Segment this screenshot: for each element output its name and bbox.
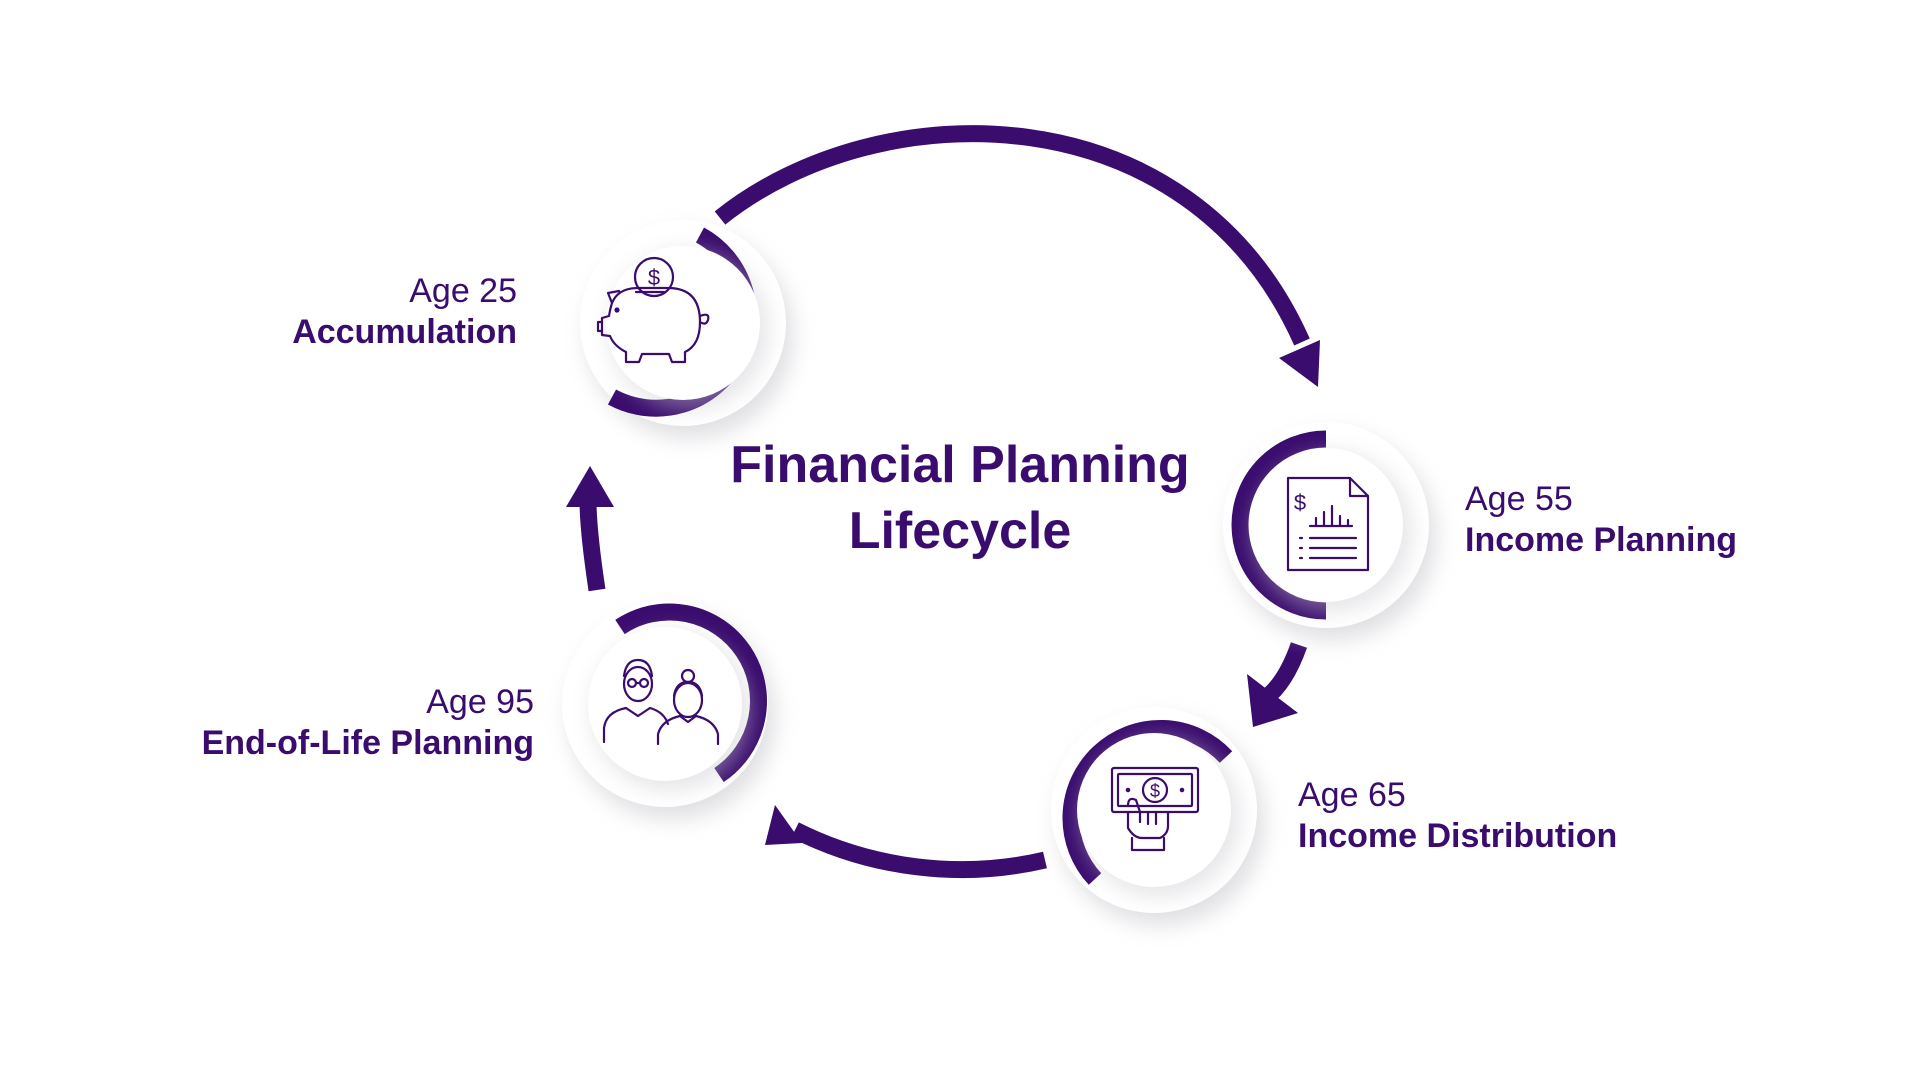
stage-age: Age 25 — [409, 272, 517, 310]
stage-age: Age 95 — [426, 683, 534, 721]
stage-age: Age 55 — [1465, 480, 1573, 518]
title-line-2: Lifecycle — [848, 502, 1072, 560]
piggy-bank-icon: $ — [596, 256, 710, 364]
svg-text:$: $ — [1150, 781, 1160, 801]
node-income-planning: $ — [1223, 422, 1437, 641]
svg-text:$: $ — [648, 265, 660, 290]
stage-label-income-distribution: Age 65 Income Distribution — [1298, 776, 1617, 856]
stage-name: Accumulation — [292, 313, 517, 352]
hand-with-banknote-icon: $ — [1110, 766, 1200, 852]
arrow-accumulation-to-income-planning — [714, 125, 1310, 346]
title-line-1: Financial Planning — [730, 436, 1190, 494]
arrow-heads — [566, 340, 1320, 845]
arrowhead-right — [1247, 674, 1298, 727]
stage-label-accumulation: Age 25 Accumulation — [292, 272, 517, 352]
stage-label-income-planning: Age 55 Income Planning — [1465, 480, 1737, 560]
stage-name: End-of-Life Planning — [201, 724, 534, 763]
node-income-distribution: $ — [1051, 707, 1265, 926]
stage-name: Income Distribution — [1298, 817, 1618, 856]
node-accumulation: $ — [580, 220, 794, 439]
stage-label-end-of-life-planning: Age 95 End-of-Life Planning — [202, 683, 534, 763]
arrow-end-of-life-to-accumulation — [579, 499, 606, 592]
arrowhead-left — [566, 466, 614, 507]
elderly-couple-icon — [602, 658, 720, 746]
svg-text:$: $ — [1294, 490, 1306, 515]
arrowhead-bottom — [765, 805, 802, 845]
arrow-distribution-to-end-of-life — [791, 822, 1047, 878]
stage-age: Age 65 — [1298, 776, 1406, 814]
stage-name: Income Planning — [1465, 521, 1738, 560]
arrowhead-top — [1279, 340, 1320, 387]
node-end-of-life-planning — [562, 601, 776, 820]
financial-report-icon: $ — [1286, 476, 1370, 572]
diagram-title: Financial Planning Lifecycle — [660, 432, 1260, 564]
